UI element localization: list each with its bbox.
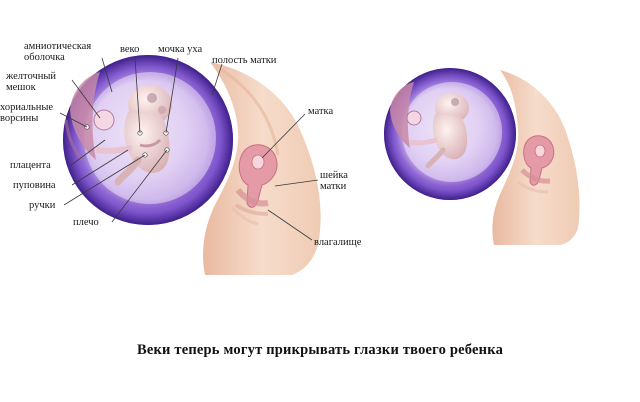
label-eyelid: веко — [120, 44, 139, 55]
label-uterus: матка — [308, 106, 333, 117]
labels: амниотическая оболочка желточный мешок х… — [0, 41, 362, 248]
embryo — [114, 85, 172, 186]
label-shoulder: плечо — [73, 217, 99, 228]
umbilical-cord — [95, 145, 133, 154]
label-cervix-line1: шейка — [320, 170, 348, 181]
yolk-sac — [93, 109, 115, 131]
label-placenta: плацента — [10, 160, 51, 171]
label-chorionic-line1: хориальные — [0, 102, 53, 113]
right-illustration — [384, 68, 580, 245]
label-vagina: влагалище — [314, 237, 362, 248]
right-embryo — [425, 93, 469, 169]
label-cervix-line2: матки — [320, 181, 347, 192]
label-umbilical-cord: пуповина — [13, 180, 56, 191]
label-yolk-line1: желточный — [5, 71, 56, 82]
caption: Веки теперь могут прикрывать глазки твое… — [136, 342, 504, 358]
placenta — [70, 72, 100, 160]
label-uterine-cavity: полость матки — [212, 55, 277, 66]
label-yolk-line2: мешок — [6, 82, 37, 93]
left-illustration — [59, 55, 321, 275]
label-hands: ручки — [29, 200, 56, 211]
label-amniotic-line1: амниотическая — [24, 41, 91, 52]
label-amniotic-line2: оболочка — [24, 52, 65, 63]
label-chorionic-line2: ворсины — [0, 113, 38, 124]
label-ear-bud: мочка уха — [158, 44, 202, 55]
